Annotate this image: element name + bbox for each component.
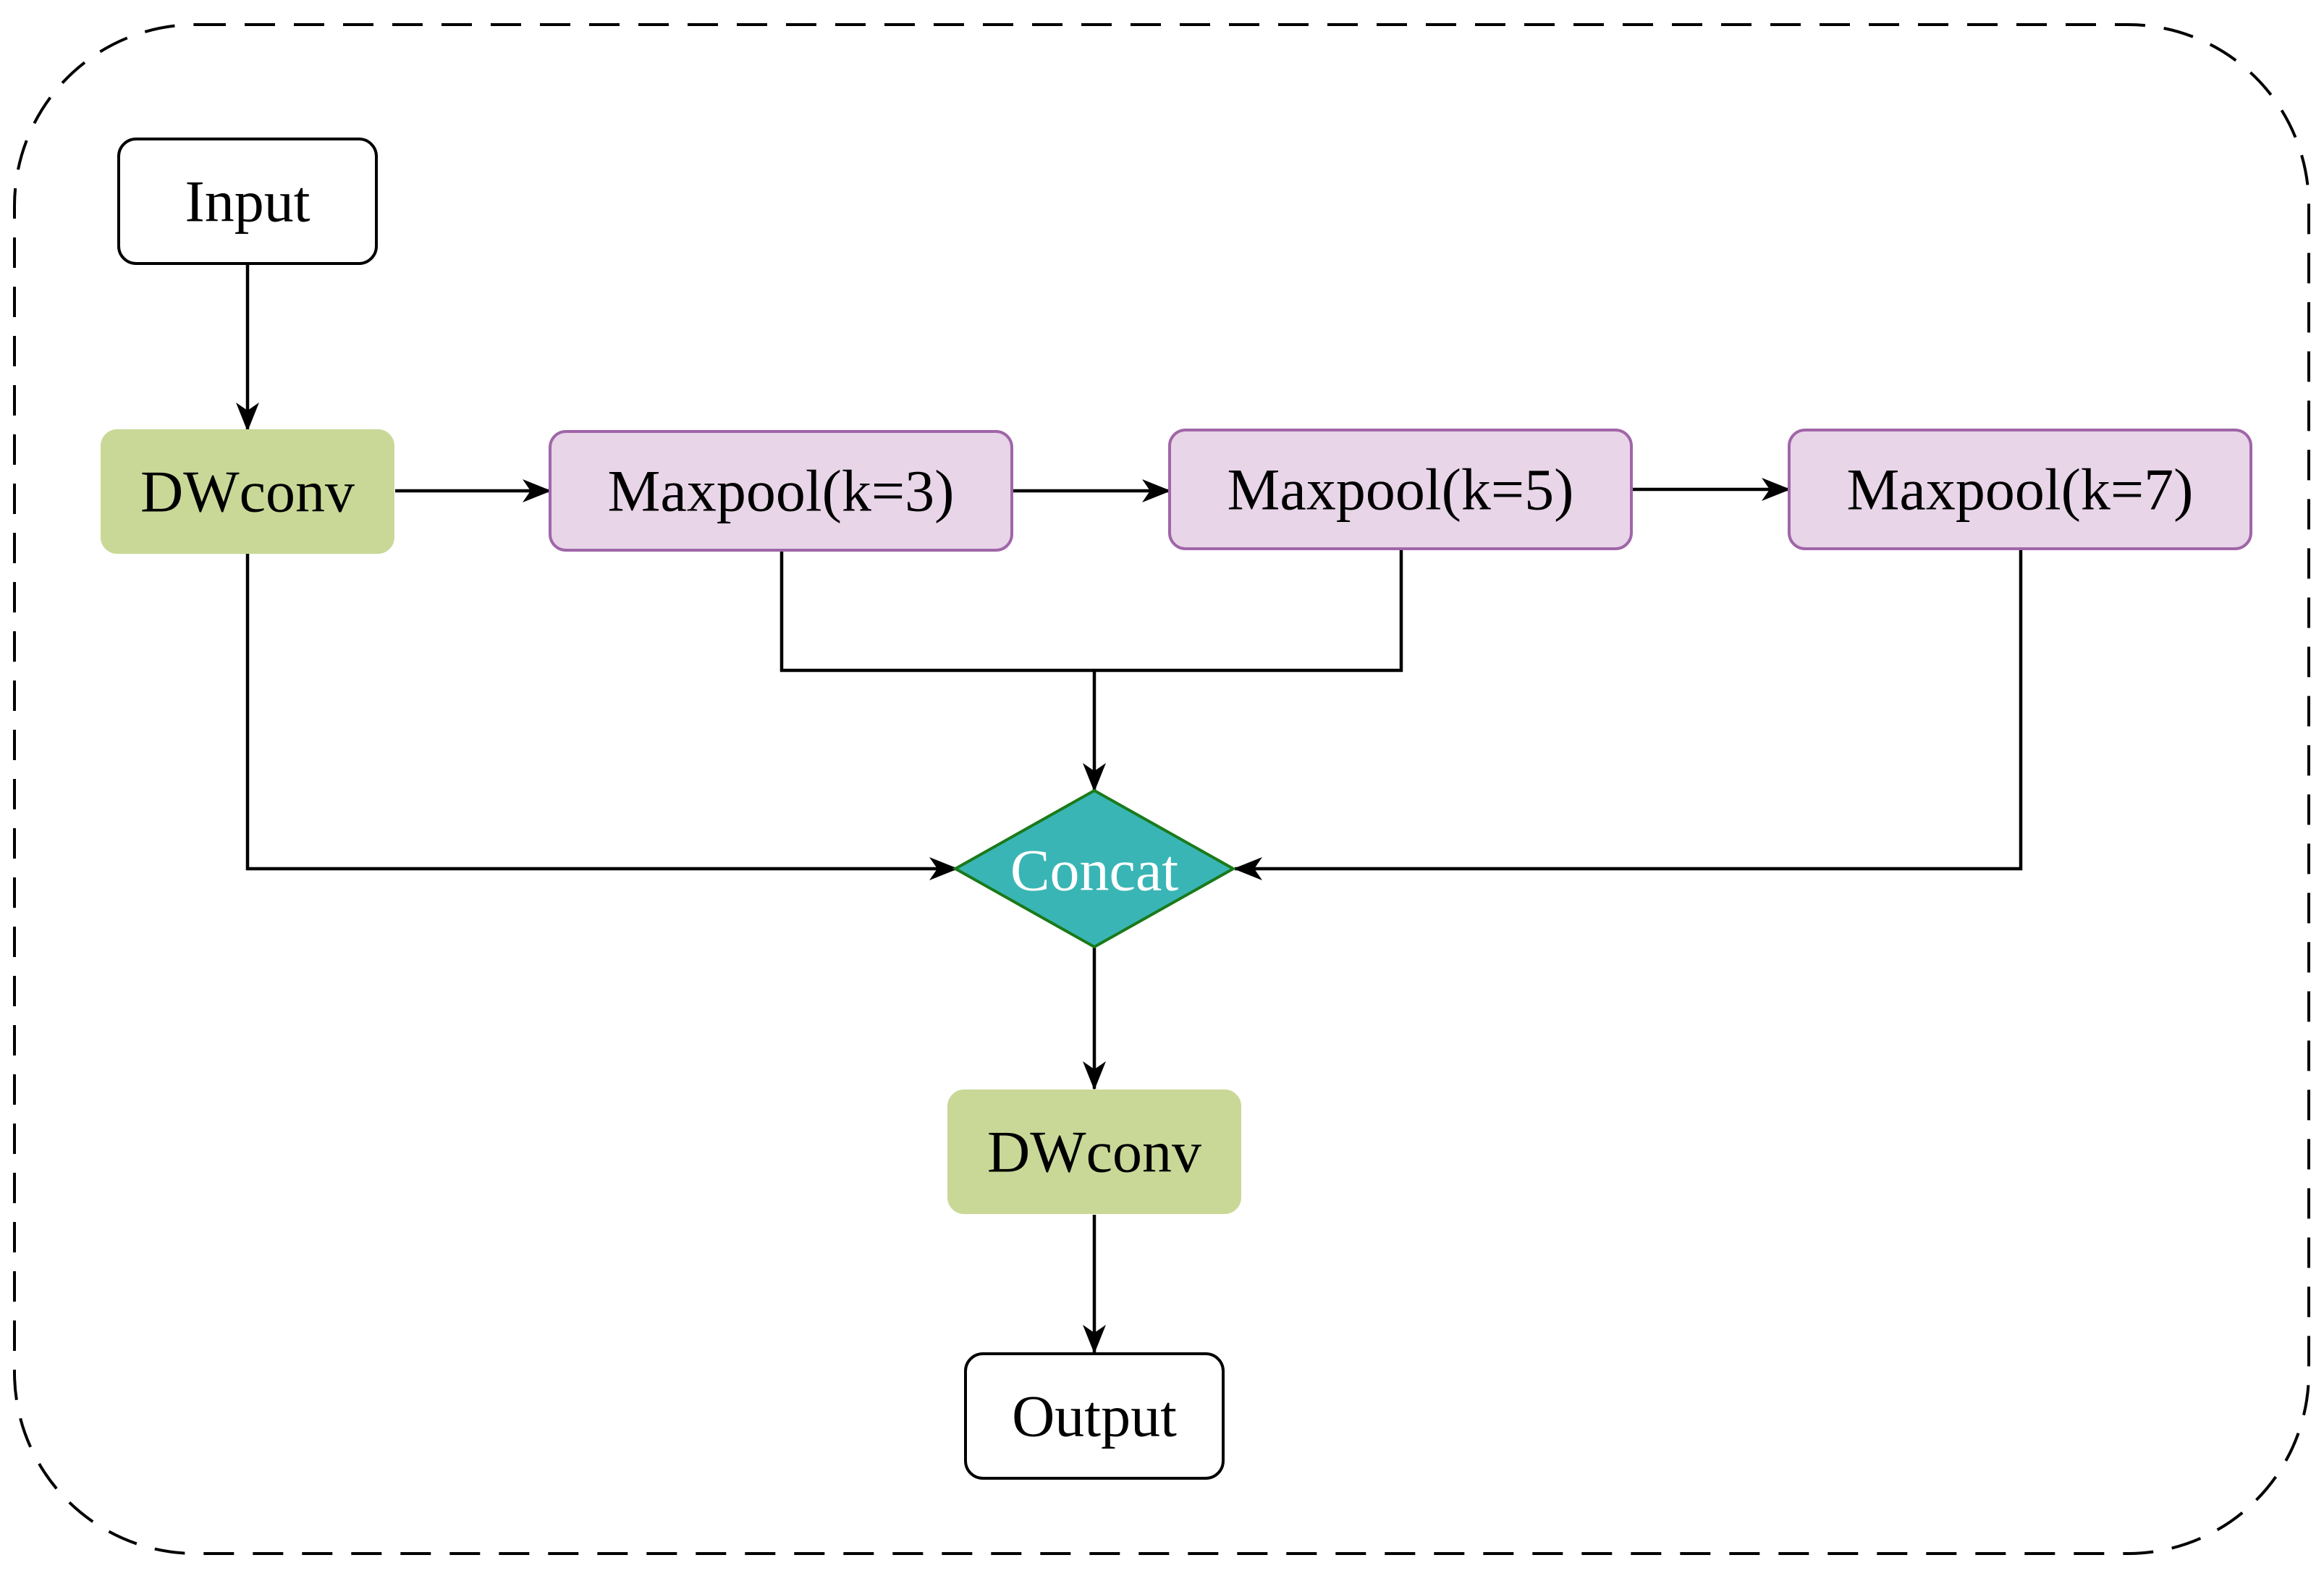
node-input-label: Input [185,169,310,235]
node-maxpool-3-box [549,430,1013,552]
node-maxpool-5: Maxpool(k=5) [1168,429,1633,550]
container-border [13,23,2310,1555]
node-dwconv-bottom: DWconv [947,1090,1241,1214]
node-input-box [117,138,378,265]
node-maxpool-5-label: Maxpool(k=5) [1228,457,1574,523]
node-concat: Concat [952,788,1237,949]
node-maxpool-3: Maxpool(k=3) [549,430,1013,552]
node-dwconv-bottom-box [947,1090,1241,1214]
node-concat-diamond [952,788,1237,949]
node-dwconv-top: DWconv [101,429,394,554]
node-dwconv-top-box [101,429,394,554]
node-input: Input [117,138,378,265]
node-maxpool-7: Maxpool(k=7) [1788,429,2252,550]
node-maxpool-3-label: Maxpool(k=3) [608,458,955,524]
node-maxpool-7-box [1788,429,2252,550]
node-output-label: Output [1012,1383,1177,1449]
node-maxpool-5-box [1168,429,1633,550]
node-output-box [964,1352,1225,1480]
node-concat-label: Concat [1010,838,1178,903]
edge-maxpool5-merge [1094,550,1403,673]
edges [236,265,2023,1354]
node-output: Output [964,1352,1225,1480]
node-dwconv-bottom-label: DWconv [987,1119,1201,1185]
edge-maxpool7-to-concat [1233,550,2023,880]
edge-dwconv-to-concat [245,553,958,880]
node-dwconv-top-label: DWconv [140,459,355,525]
edge-maxpool3-merge [779,550,1094,673]
node-maxpool-7-label: Maxpool(k=7) [1847,457,2194,523]
